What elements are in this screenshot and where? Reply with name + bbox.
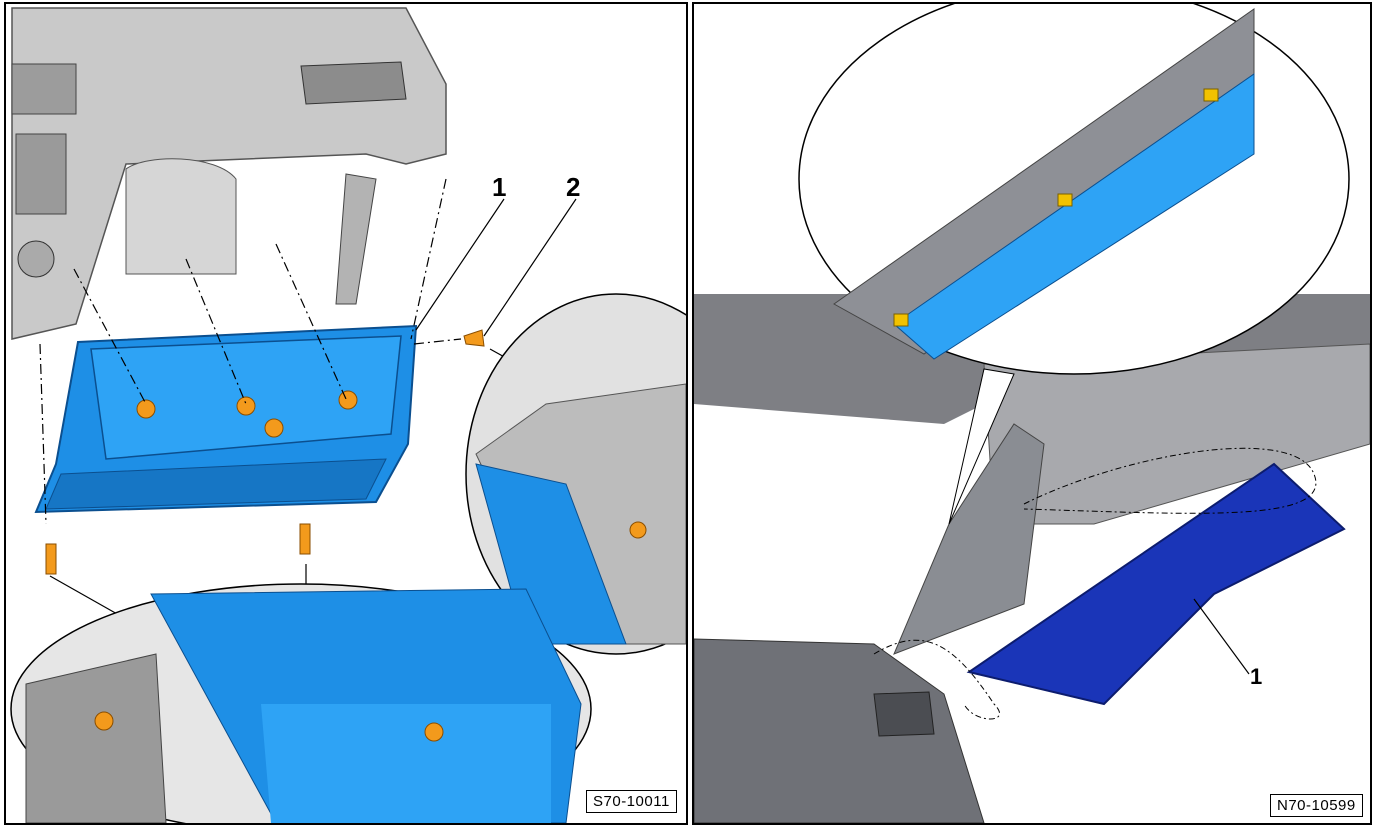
callout-1-right: 1	[1250, 664, 1263, 689]
detail-circle-bottom	[10, 583, 592, 823]
callout-1: 1	[492, 172, 507, 202]
left-figure-panel: 1 2 S70-10011	[4, 2, 688, 825]
dashboard-shape-right	[694, 638, 985, 823]
detail-circle-clips	[798, 4, 1350, 375]
figure-reference-code: S70-10011	[586, 790, 677, 813]
callout-2: 2	[566, 172, 581, 202]
pillar-trim-illustration	[694, 4, 1370, 823]
detail-circle-side	[465, 293, 686, 655]
glovebox-removal-illustration	[10, 7, 686, 823]
screw-icon	[45, 329, 485, 575]
guide-lines	[39, 178, 462, 525]
figure-reference-code-right: N70-10599	[1270, 794, 1363, 817]
pillar-trim-part	[966, 462, 1346, 706]
right-figure-panel: 1 N70-10599	[692, 2, 1372, 825]
